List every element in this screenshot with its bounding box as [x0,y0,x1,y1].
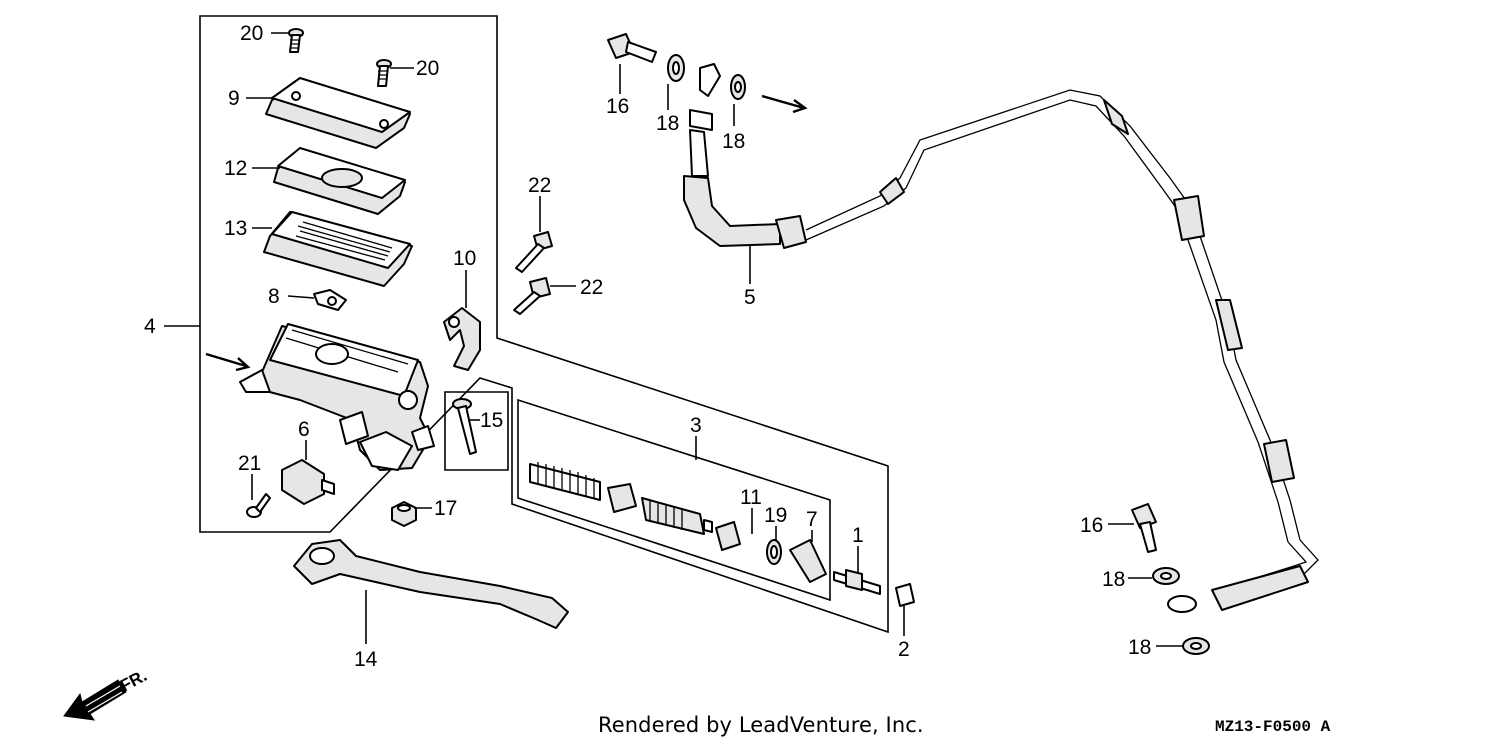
washer-18-bottom-upper [1152,567,1180,585]
washer-18-top-right [730,74,746,100]
render-credit: Rendered by LeadVenture, Inc. [598,713,924,737]
lever-holder-10 [443,307,481,371]
screw-21 [246,493,271,518]
callout-20-right: 20 [416,57,439,80]
washer-19 [766,539,782,565]
callout-18-bottom-upper: 18 [1102,568,1125,591]
callout-3: 3 [690,414,702,437]
callout-16-top: 16 [606,95,629,118]
group-15-frame [444,391,509,471]
group-4-frame [199,15,889,634]
clutch-lever-14 [293,539,569,629]
diaphragm-plate-12 [273,147,406,215]
callout-16-bottom: 16 [1080,514,1103,537]
callout-15: 15 [480,409,503,432]
clutch-hose-5 [683,63,1319,613]
callout-12: 12 [224,157,247,180]
callout-18-top-right: 18 [722,130,745,153]
washer-18-top-left [667,54,685,82]
nut-17 [391,501,417,527]
callout-5: 5 [744,286,756,309]
callout-4: 4 [144,315,156,338]
callout-11: 11 [740,486,762,509]
front-direction-arrow-icon [63,679,127,721]
master-cylinder-body-4 [239,323,435,471]
callout-13: 13 [224,217,247,240]
nut-2 [895,583,915,607]
callout-2: 2 [898,638,910,661]
reservoir-cover-9 [265,77,411,149]
fluid-flow-arrow-left [205,352,251,372]
group-3-frame [517,398,831,602]
banjo-bolt-16-bottom [1131,503,1157,553]
boot-7 [789,539,827,583]
seal-11 [715,521,741,551]
diagram-code: MZ13-F0500 A [1215,718,1331,736]
piston-kit-3 [529,462,713,535]
push-rod-1 [833,569,881,595]
callout-18-top-left: 18 [656,112,679,135]
plate-8 [313,289,347,311]
pivot-bolt-15 [452,398,477,455]
screw-20-right [376,59,392,87]
washer-18-bottom-lower [1182,637,1210,655]
callout-9: 9 [228,87,240,110]
clutch-switch-6 [281,459,335,505]
callout-21: 21 [238,452,261,475]
callout-22-lower: 22 [580,276,603,299]
callout-6: 6 [298,418,310,441]
bolt-22-upper [515,231,553,273]
callout-20-top: 20 [240,22,263,45]
callout-19: 19 [764,504,787,527]
leader-lines [164,32,1182,647]
banjo-bolt-16-top [607,33,657,63]
screw-20-top [288,28,304,53]
callout-17: 17 [434,497,457,520]
callout-22-upper: 22 [528,174,551,197]
callout-7: 7 [806,508,818,531]
bolt-22-lower [513,277,551,315]
callout-14: 14 [354,648,378,671]
diaphragm-13 [263,211,413,287]
callout-1: 1 [852,524,864,547]
callout-18-bottom-lower: 18 [1128,636,1151,659]
fluid-flow-arrow-right [761,94,808,114]
callout-8: 8 [268,285,280,308]
callout-10: 10 [453,247,476,270]
